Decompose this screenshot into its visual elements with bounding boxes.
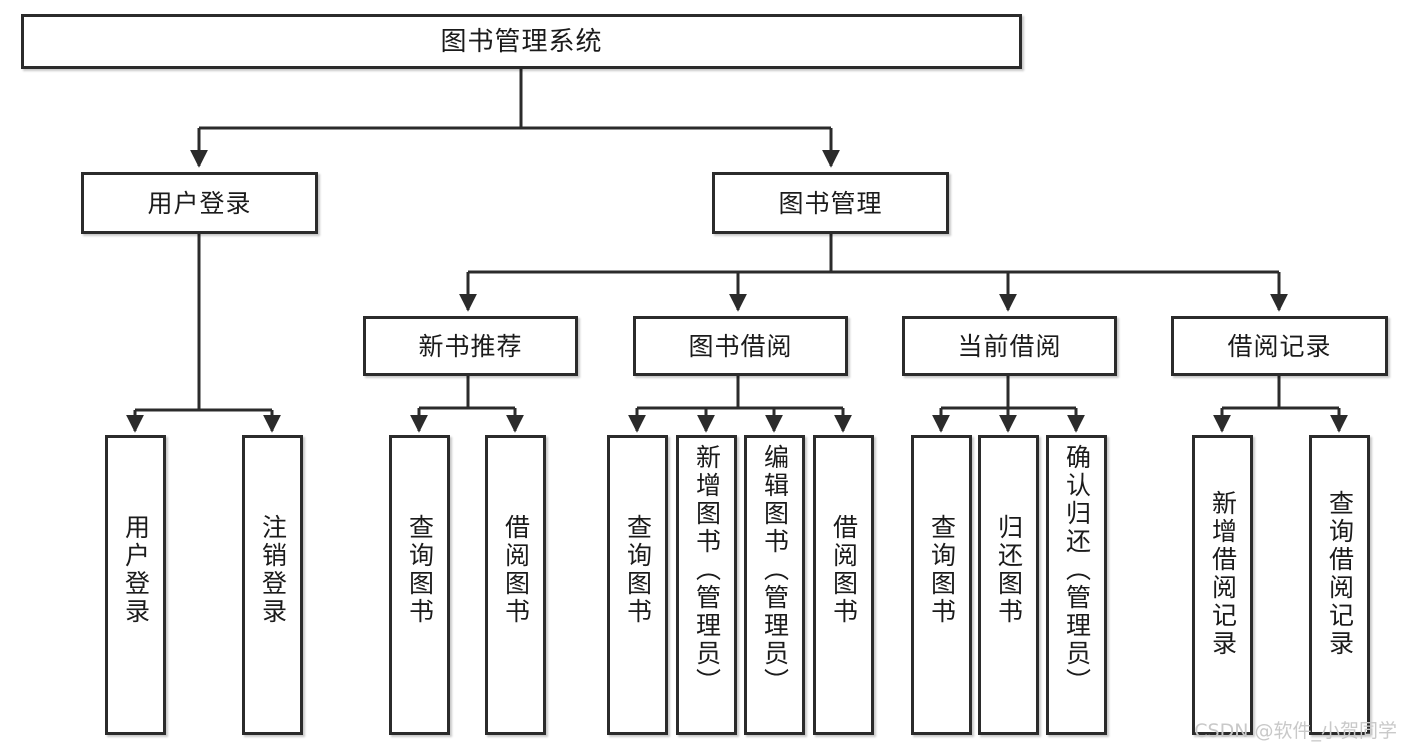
node-label: 新增图书（管理员） bbox=[692, 444, 722, 696]
node-label: 编辑图书（管理员） bbox=[760, 444, 790, 696]
node-leaf-add-book-admin[interactable]: 新增图书（管理员） bbox=[676, 435, 737, 735]
node-book-borrow[interactable]: 图书借阅 bbox=[633, 316, 848, 376]
node-label: 用户登录 bbox=[121, 514, 151, 626]
watermark-text: CSDN @软件_小贺同学 bbox=[1194, 720, 1397, 742]
node-leaf-user-login[interactable]: 用户登录 bbox=[105, 435, 166, 735]
node-label: 新增借阅记录 bbox=[1208, 490, 1238, 658]
node-label: 用户登录 bbox=[147, 188, 252, 218]
node-label: 注销登录 bbox=[258, 514, 288, 626]
node-user-login[interactable]: 用户登录 bbox=[81, 172, 318, 234]
node-leaf-query-borrow-record[interactable]: 查询借阅记录 bbox=[1309, 435, 1370, 735]
node-borrow-record[interactable]: 借阅记录 bbox=[1171, 316, 1388, 376]
node-label: 借阅图书 bbox=[501, 514, 531, 626]
node-leaf-query-book-recommend[interactable]: 查询图书 bbox=[389, 435, 450, 735]
node-leaf-query-book-current[interactable]: 查询图书 bbox=[911, 435, 972, 735]
node-label: 借阅记录 bbox=[1227, 331, 1332, 361]
node-root-book-management-system[interactable]: 图书管理系统 bbox=[21, 14, 1022, 69]
node-leaf-borrow-book[interactable]: 借阅图书 bbox=[813, 435, 874, 735]
node-label: 新书推荐 bbox=[418, 331, 523, 361]
node-leaf-confirm-return-admin[interactable]: 确认归还（管理员） bbox=[1046, 435, 1107, 735]
node-leaf-return-book[interactable]: 归还图书 bbox=[978, 435, 1039, 735]
node-leaf-query-book-borrow[interactable]: 查询图书 bbox=[607, 435, 668, 735]
node-label: 图书管理 bbox=[778, 188, 883, 218]
node-label: 当前借阅 bbox=[957, 331, 1062, 361]
node-label: 查询图书 bbox=[623, 514, 653, 626]
node-new-book-recommend[interactable]: 新书推荐 bbox=[363, 316, 578, 376]
node-current-borrow[interactable]: 当前借阅 bbox=[902, 316, 1117, 376]
node-leaf-add-borrow-record[interactable]: 新增借阅记录 bbox=[1192, 435, 1253, 735]
node-label: 图书管理系统 bbox=[440, 26, 603, 57]
node-label: 归还图书 bbox=[994, 514, 1024, 626]
node-book-management[interactable]: 图书管理 bbox=[712, 172, 949, 234]
node-label: 确认归还（管理员） bbox=[1062, 444, 1092, 696]
node-leaf-logout-login[interactable]: 注销登录 bbox=[242, 435, 303, 735]
node-label: 查询图书 bbox=[405, 514, 435, 626]
node-label: 查询图书 bbox=[927, 514, 957, 626]
node-label: 图书借阅 bbox=[688, 331, 793, 361]
node-leaf-borrow-book-recommend[interactable]: 借阅图书 bbox=[485, 435, 546, 735]
node-leaf-edit-book-admin[interactable]: 编辑图书（管理员） bbox=[744, 435, 805, 735]
node-label: 借阅图书 bbox=[829, 514, 859, 626]
node-label: 查询借阅记录 bbox=[1325, 490, 1355, 658]
